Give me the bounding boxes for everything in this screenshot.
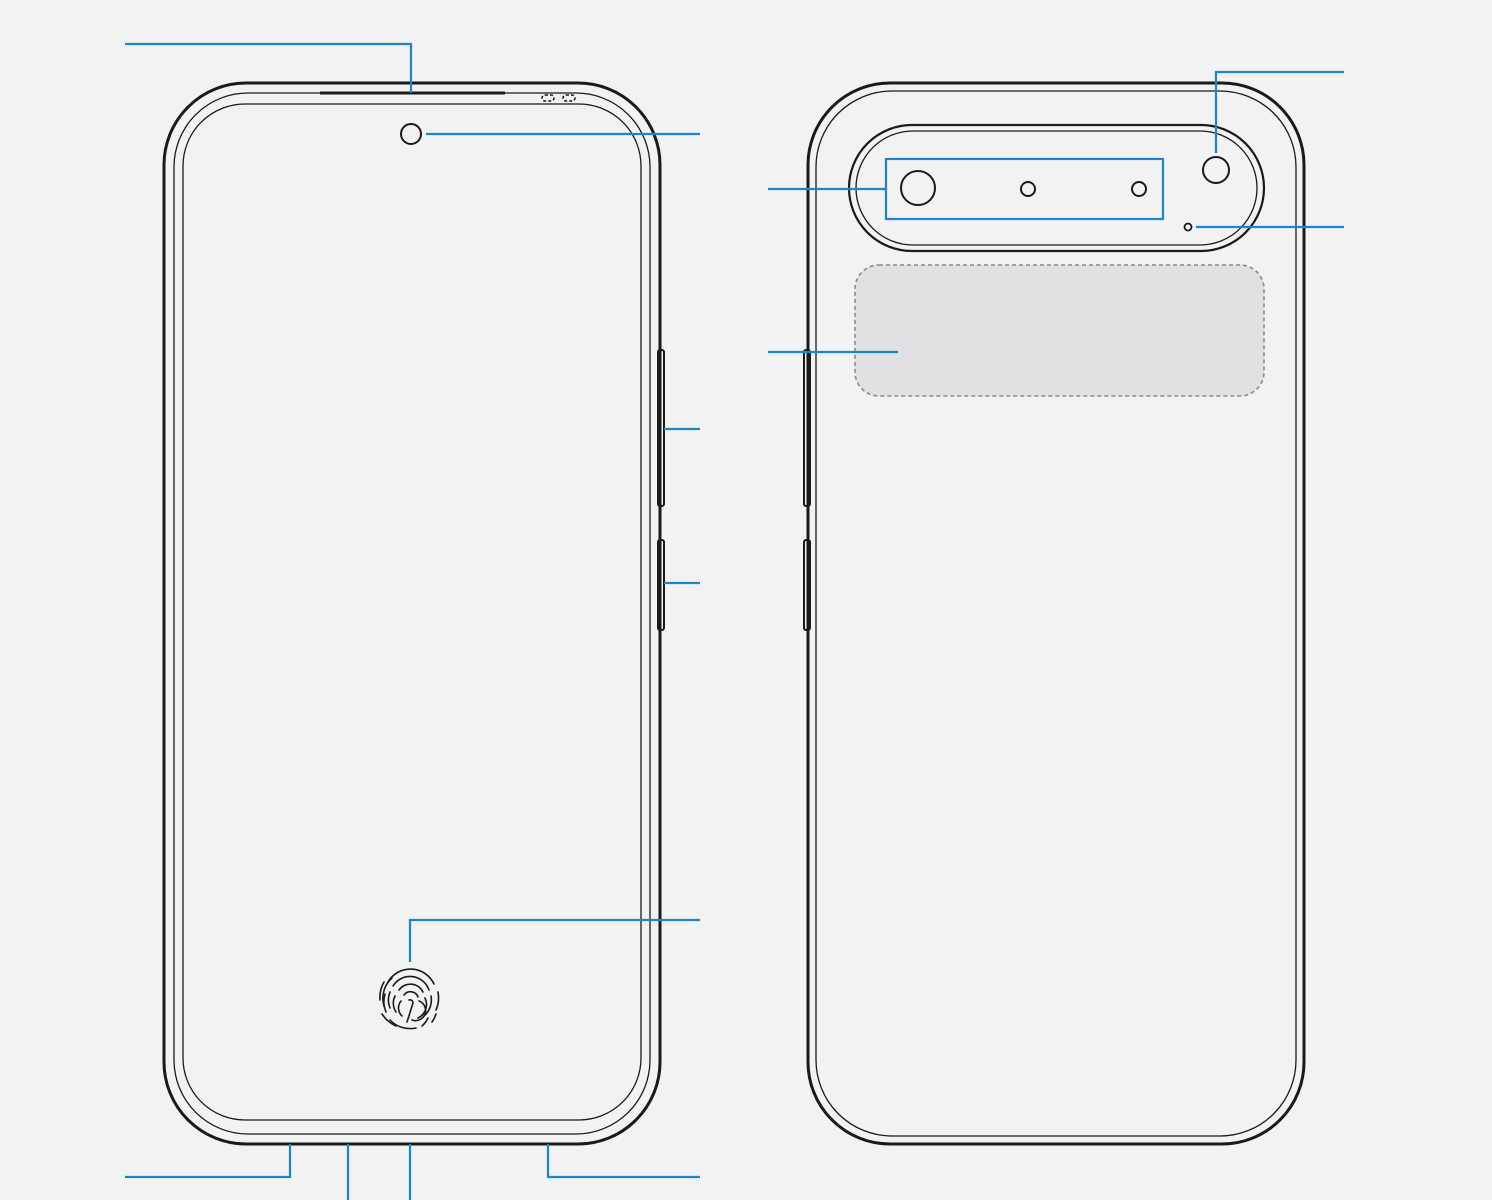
proximity-light-sensor-grille — [541, 94, 576, 102]
front-bezel-inner — [173, 92, 651, 1135]
front-view — [125, 42, 700, 1200]
callout-fingerprint — [408, 918, 700, 962]
nfc-antenna-area — [854, 264, 1265, 397]
callout-microphone — [125, 1144, 292, 1179]
front-camera — [400, 123, 422, 145]
callout-flash — [1214, 70, 1344, 153]
rear-main-camera — [900, 170, 936, 206]
back-body-outline — [806, 81, 1306, 1146]
callout-earpiece — [125, 42, 413, 93]
fingerprint-sensor — [379, 968, 440, 1030]
rear-camera-2 — [1020, 181, 1036, 197]
callout-bottom-speaker — [546, 1144, 700, 1179]
front-screen — [182, 103, 642, 1121]
rear-microphone — [1183, 222, 1193, 232]
back-body-inner — [815, 90, 1297, 1137]
rear-camera-3 — [1131, 181, 1147, 197]
rear-cameras-highlight-box — [884, 157, 1165, 221]
back-view — [768, 70, 1344, 1146]
flash — [1202, 156, 1230, 184]
rear-camera-module — [847, 123, 1266, 253]
